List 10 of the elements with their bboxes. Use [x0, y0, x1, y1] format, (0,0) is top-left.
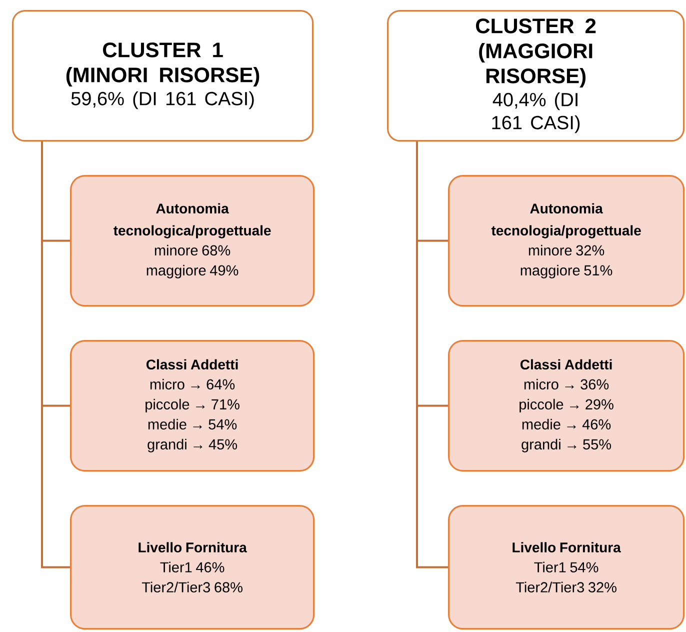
cluster-box: CLUSTER 2 (MAGGIORI RISORSE) 40,4% (DI 161 CASI): [387, 10, 685, 142]
category-box: Livello Fornitura Tier1 46% Tier2/Tier3 68%: [70, 505, 315, 630]
category-box: Classi Addetti micro → 36% piccole → 29% medie → 46% grandi → 55%: [448, 340, 685, 472]
category-box: Livello Fornitura Tier1 54% Tier2/Tier3 32%: [448, 505, 685, 630]
category-box: Classi Addetti micro → 64% piccole → 71% medie → 54% grandi → 45%: [70, 340, 315, 472]
connector-line: [416, 142, 448, 568]
cluster-box: CLUSTER 1 (MINORI RISORSE) 59,6% (DI 161 CASI): [12, 10, 314, 142]
connector-line: [41, 142, 70, 568]
category-box: Autonomia tecnologia/progettuale minore 32% maggiore 51%: [448, 175, 685, 307]
category-box: Autonomia tecnologica/progettuale minore 68% maggiore 49%: [70, 175, 315, 307]
